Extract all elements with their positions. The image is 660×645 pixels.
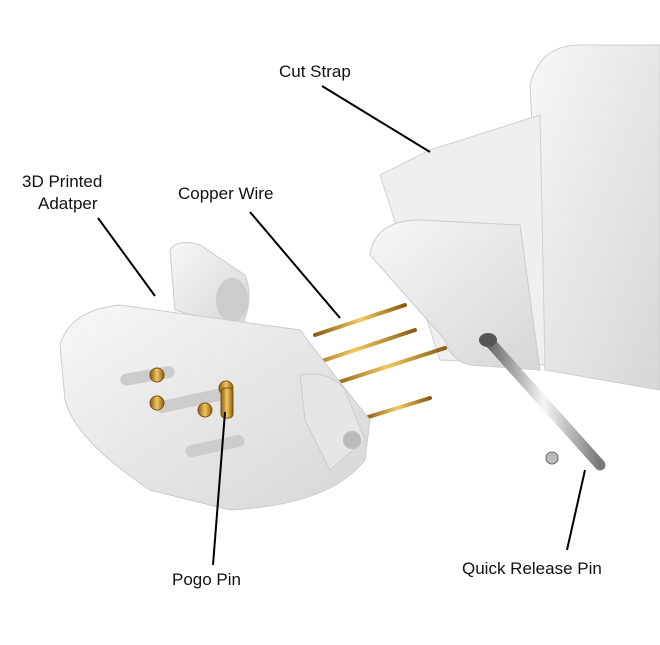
label-adapter-line2: Adatper bbox=[38, 194, 98, 213]
label-adapter-line1: 3D Printed bbox=[22, 172, 103, 191]
3d-printed-adapter bbox=[59, 241, 371, 511]
quick-release-pin bbox=[479, 333, 606, 471]
label-pogo-pin: Pogo Pin bbox=[172, 570, 241, 589]
leader-lines bbox=[97, 85, 586, 566]
cut-strap bbox=[369, 44, 660, 391]
pogo-pins bbox=[149, 367, 234, 419]
label-quick-release-pin: Quick Release Pin bbox=[462, 559, 602, 578]
label-cut-strap: Cut Strap bbox=[279, 62, 351, 81]
label-copper-wire: Copper Wire bbox=[178, 184, 274, 203]
